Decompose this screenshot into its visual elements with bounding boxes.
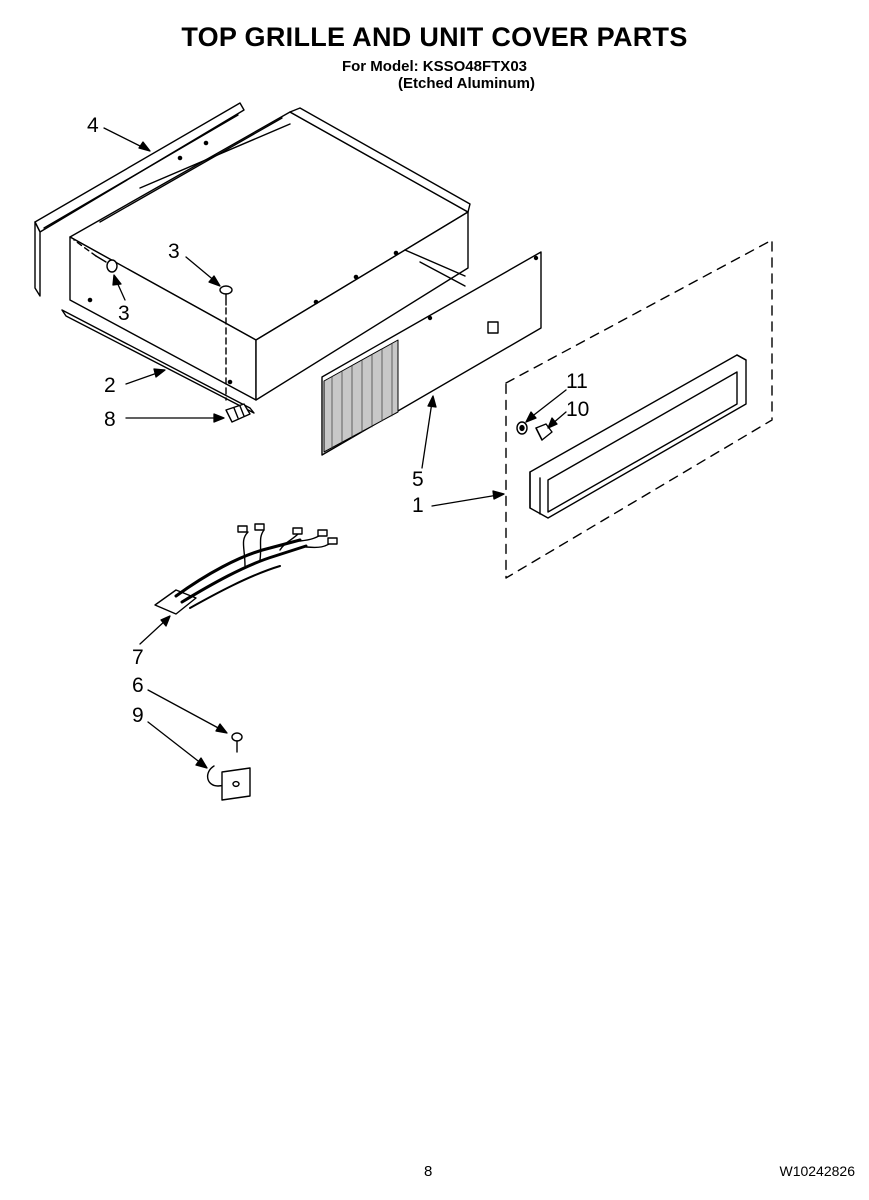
part-grommet [516, 421, 528, 435]
callout-6: 6 [132, 674, 144, 697]
assembly-outline [505, 239, 773, 579]
callout-7: 7 [132, 646, 144, 669]
callout-2: 2 [104, 374, 116, 397]
part-screw-side [73, 239, 118, 273]
callout-5: 5 [412, 468, 424, 491]
part-bottom-channel [61, 309, 255, 414]
part-screw-top [219, 285, 233, 401]
part-clip [225, 403, 251, 423]
part-clamp [207, 765, 251, 801]
part-screw-clamp [231, 732, 243, 753]
finish-line: (Etched Aluminum) [398, 75, 535, 92]
model-line: For Model: KSSO48FTX03 [341, 58, 528, 75]
leader-lines [103, 127, 567, 769]
callout-3-top: 3 [168, 240, 180, 263]
part-wire-harness [154, 523, 338, 615]
callout-10: 10 [566, 398, 589, 421]
page-title: TOP GRILLE AND UNIT COVER PARTS [181, 22, 688, 52]
callout-11: 11 [566, 370, 588, 393]
part-grille-panel [321, 251, 542, 456]
callout-3-side: 3 [118, 302, 130, 325]
callout-8: 8 [104, 408, 116, 431]
callout-1: 1 [412, 494, 424, 517]
callout-4: 4 [87, 114, 99, 137]
part-rear-cover-strip [34, 102, 245, 297]
part-front-trim-frame [529, 354, 747, 519]
part-unit-cover [69, 107, 471, 401]
callout-9: 9 [132, 704, 144, 727]
page-number: 8 [424, 1163, 433, 1180]
document-code: W10242826 [779, 1163, 855, 1179]
